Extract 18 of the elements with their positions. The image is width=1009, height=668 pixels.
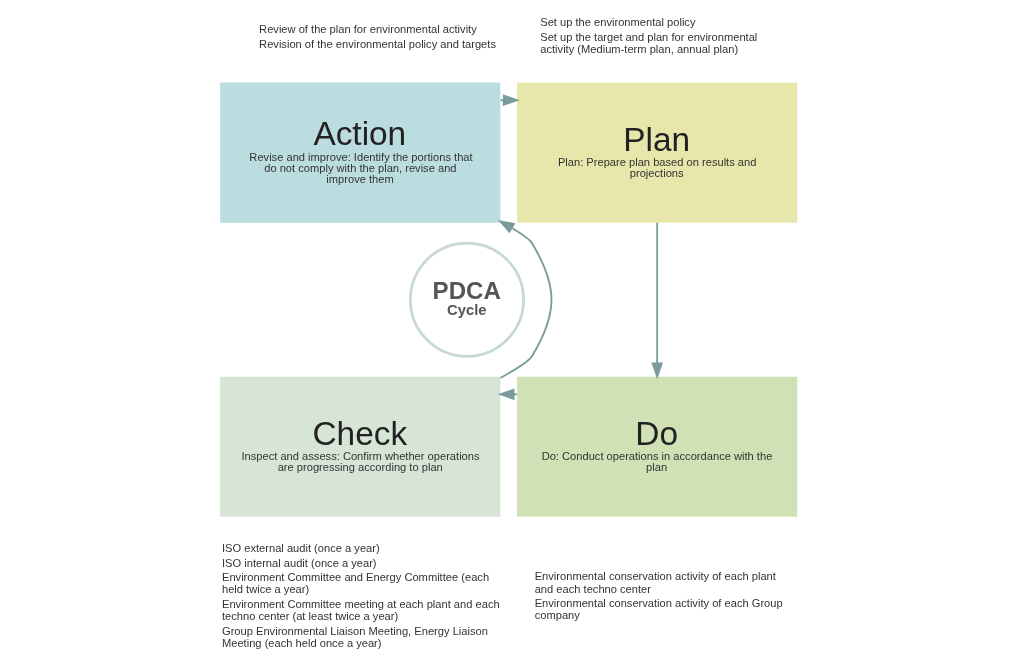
node-label: Environment Committee and Energy Committee (each held twice a year): [221, 571, 489, 596]
node-label: ISO external audit (once a year): [221, 541, 380, 554]
node-label: ISO internal audit (once a year): [221, 556, 377, 569]
node-label: Set up the environmental policy: [539, 16, 695, 29]
node-box: Check Inspect and assess: Confirm whether operations are progressing according to plan: [219, 376, 500, 517]
node-box: Action Revise and improve: Identify the portions that do not comply with the plan, revise and improve them: [219, 82, 500, 223]
node-label: Review of the plan for environmental activity: [258, 22, 477, 35]
node-label: Environmental conservation activity of each Group company: [534, 597, 783, 622]
node-circle: PDCA Cycle: [408, 241, 525, 358]
arrow: [497, 219, 552, 379]
node-label: Revision of the environmental policy and targets: [258, 37, 496, 50]
node-box: Do Do: Conduct operations in accordance with the plan: [516, 376, 797, 517]
node-box: Plan Plan: Prepare plan based on results and projections: [516, 82, 797, 223]
node-label: Set up the target and plan for environmental activity (Medium-term plan, annual plan): [539, 31, 757, 56]
node-label: Environment Committee meeting at each plant and each techno center (at least twice a year): [221, 598, 500, 623]
arrow: [650, 221, 663, 380]
node-label: Group Environmental Liaison Meeting, Energy Liaison Meeting (each held once a year): [221, 625, 488, 650]
node-label: Environmental conservation activity of each plant and each techno center: [534, 570, 776, 595]
